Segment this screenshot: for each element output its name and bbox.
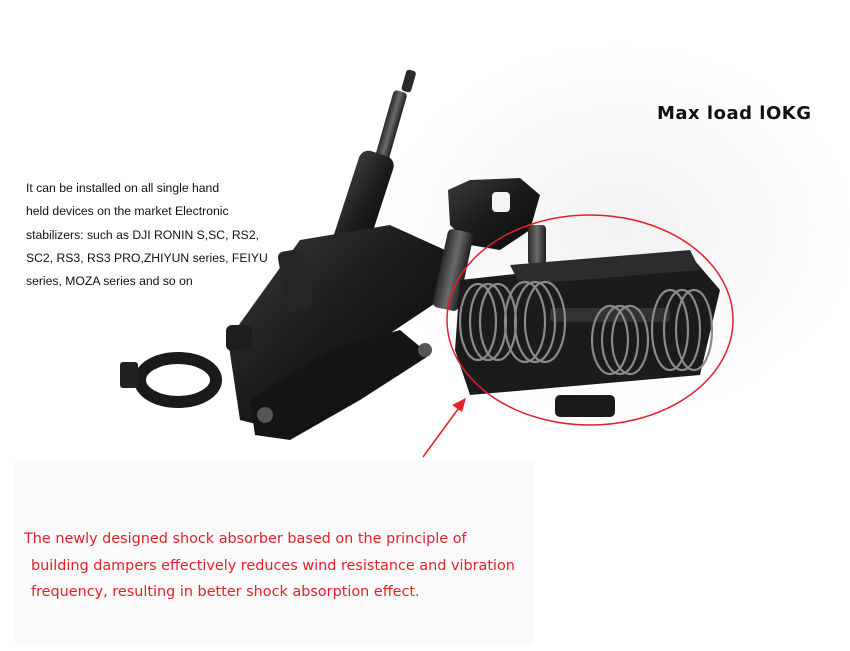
feature-description: The newly designed shock absorber based … <box>24 526 544 606</box>
shock-absorber <box>455 250 720 417</box>
compatibility-line: stabilizers: such as DJI RONIN S,SC, RS2… <box>26 227 259 242</box>
arm-body <box>228 225 445 440</box>
highlight-circle <box>446 214 734 426</box>
compatibility-line: series, MOZA series and so on <box>26 274 193 289</box>
feature-line: frequency, resulting in better shock abs… <box>31 584 420 600</box>
compatibility-line: SC2, RS3, RS3 PRO,ZHIYUN series, FEIYU <box>26 250 268 265</box>
clamp-ring <box>120 325 252 408</box>
compatibility-line: held devices on the market Electronic <box>26 204 229 219</box>
compatibility-text: It can be installed on all single hand h… <box>26 177 276 293</box>
feature-line: building dampers effectively reduces win… <box>31 557 515 574</box>
feature-line: The newly designed shock absorber based … <box>24 531 467 547</box>
text-panel-shade <box>14 460 534 645</box>
compatibility-line: It can be installed on all single hand <box>26 181 220 195</box>
top-bracket <box>432 178 546 311</box>
highlight-arrow <box>422 398 466 458</box>
max-load-label: Max load lOKG <box>657 103 812 124</box>
spring-coils <box>458 280 714 376</box>
